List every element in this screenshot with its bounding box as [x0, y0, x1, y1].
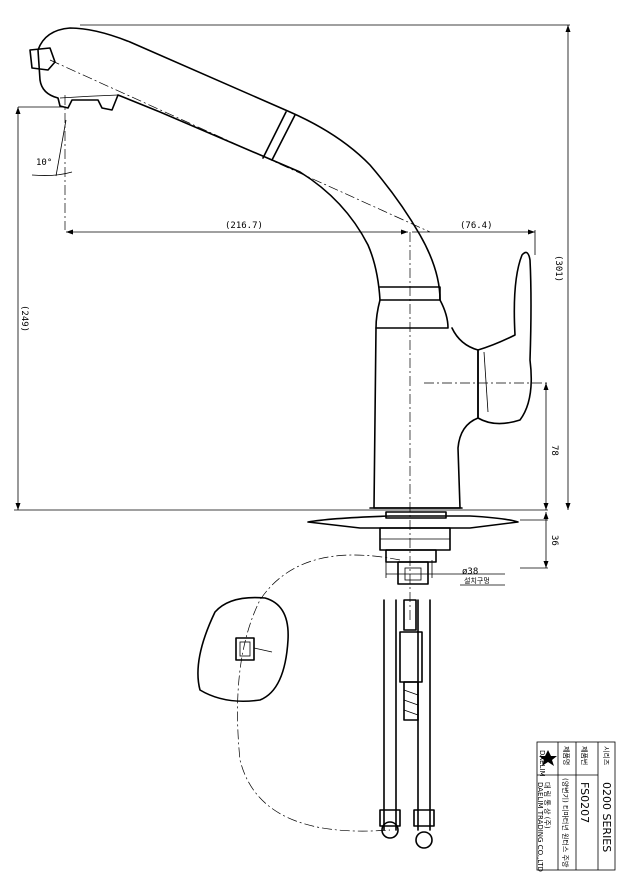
company-english: DAELIM TRADING CO.,LTD — [536, 782, 544, 872]
title-block: 시리즈 0200 SERIES 제품번 FS0207 제품명 (양변기) 티마터… — [536, 741, 616, 872]
product-name-value: (양변기) 티마터년 원터스 주방 — [561, 778, 570, 868]
centre-lines — [14, 24, 570, 620]
dim-handle-height: 78 — [549, 445, 559, 456]
spout-head — [29, 27, 441, 301]
hoses — [379, 599, 435, 849]
series-label: 시리즈 — [602, 746, 611, 766]
dim-reach: (216.7) — [225, 221, 263, 231]
faucet-body — [369, 286, 479, 509]
dimension-labels: (216.7) (76.4) (249) (301) 78 36 ø38 설치구… — [19, 158, 563, 585]
handle-lever — [477, 251, 533, 425]
dim-spout-angle: 10° — [36, 158, 52, 168]
pullout-loop — [197, 554, 401, 832]
product-no-value: FS0207 — [578, 782, 591, 823]
product-no-label: 제품번 — [580, 746, 589, 765]
dim-deck-thickness: 36 — [549, 535, 559, 546]
product-name-label: 제품명 — [562, 746, 571, 765]
series-value: 0200 SERIES — [600, 782, 613, 852]
company-korean: 대 림 통 상 (주) — [543, 782, 552, 829]
dim-spout-height: (249) — [19, 305, 29, 332]
logo-text: DAELIM — [538, 750, 546, 776]
deck-mount — [307, 511, 519, 585]
dim-hole-diameter: ø38 — [462, 567, 478, 577]
dim-total-height: (301) — [553, 255, 563, 282]
daelim-logo: DAELIM — [538, 750, 557, 776]
dim-handle-offset: (76.4) — [460, 221, 493, 231]
dim-hole-label: 설치구멍 — [464, 576, 490, 585]
dimension-lines — [15, 25, 571, 586]
